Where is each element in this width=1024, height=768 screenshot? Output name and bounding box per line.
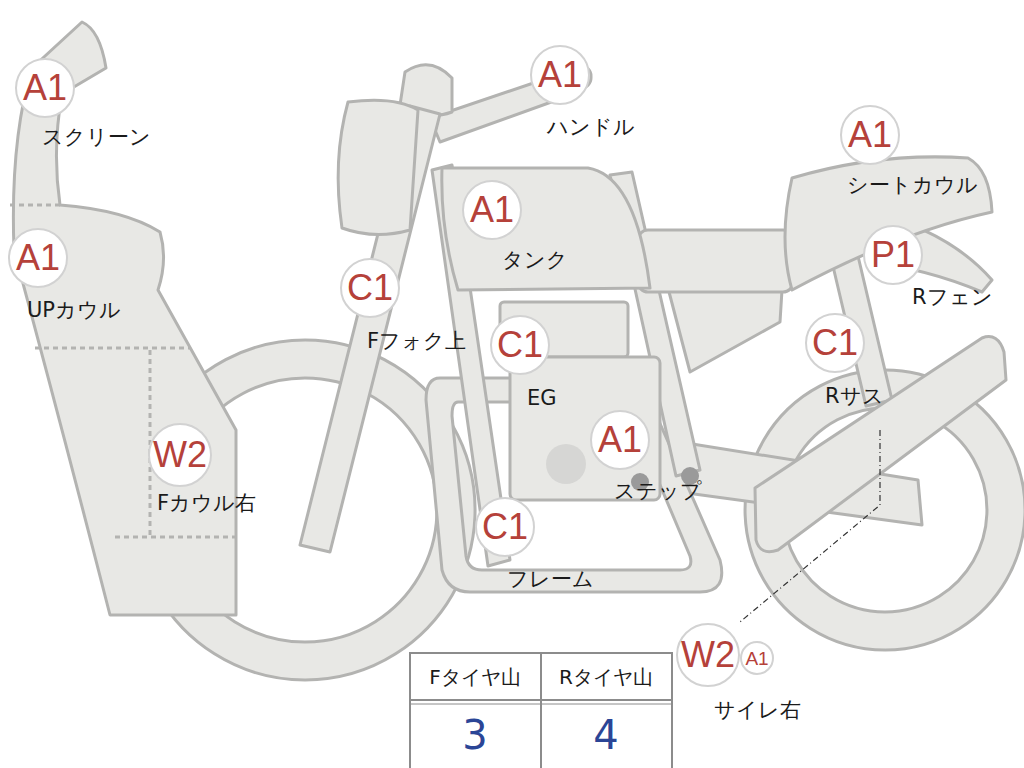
table-header: Fタイヤ山	[429, 667, 521, 687]
callout-code: A1	[538, 57, 582, 93]
front-cowl	[13, 22, 236, 615]
seat-cowl	[785, 157, 992, 290]
part-name: Rフェン	[912, 286, 993, 309]
callout-code: W2	[153, 437, 207, 473]
callout-circle: W2Fカウル右	[148, 423, 212, 487]
part-name: EG	[527, 387, 557, 410]
callout-code: A1	[848, 117, 892, 153]
part-name: フレーム	[507, 568, 594, 591]
headlight	[338, 100, 418, 234]
part-name: Rサス	[825, 385, 884, 408]
callout-code: A1	[598, 422, 642, 458]
part-name: UPカウル	[27, 299, 121, 322]
side-panel	[668, 288, 782, 372]
part-name: スクリーン	[42, 126, 151, 149]
callout-circle: A1スクリーン	[15, 58, 75, 118]
engine-body	[510, 357, 660, 500]
callout-code: A1	[470, 192, 514, 228]
callout-circle: C1Rサス	[805, 313, 865, 373]
seam-line	[35, 347, 190, 350]
callout-circle: A1タンク	[462, 180, 522, 240]
part-name: タンク	[502, 249, 568, 272]
table-rule	[540, 653, 542, 768]
callout-circle: A1シートカウル	[840, 105, 900, 165]
engine-cover	[546, 444, 586, 484]
tyre-table	[410, 653, 672, 768]
callout-code: C1	[497, 327, 543, 363]
part-name: シートカウル	[847, 174, 978, 197]
callout-code: W2	[681, 637, 735, 673]
part-name: サイレ右	[714, 699, 801, 722]
callout-circle: P1Rフェン	[863, 225, 923, 285]
seam-line	[10, 204, 60, 207]
part-name: Fカウル右	[157, 492, 256, 515]
callout-code: C1	[482, 509, 528, 545]
callout-circle: C1Fフォク上	[340, 258, 400, 318]
callout-code: P1	[871, 237, 915, 273]
callout-circle: A1ハンドル	[530, 45, 590, 105]
callout-code: C1	[812, 325, 858, 361]
seat	[638, 230, 793, 292]
callout-circle: C1フレーム	[475, 497, 535, 557]
leader-line	[740, 430, 880, 622]
part-name: ステップ	[614, 480, 702, 503]
fuel-tank	[442, 168, 650, 290]
table-header: Rタイヤ山	[559, 667, 653, 687]
callout-circle: A1UPカウル	[8, 228, 68, 288]
part-name: ハンドル	[547, 116, 635, 139]
callout-circle: A1ステップ	[590, 410, 650, 470]
callout-code: A1	[745, 649, 768, 668]
callout-circle: W2サイレ右	[676, 623, 740, 687]
part-name: Fフォク上	[367, 330, 466, 353]
table-value: 3	[462, 715, 487, 755]
seam-line	[115, 536, 236, 539]
callout-code: A1	[23, 70, 67, 106]
callout-code: C1	[347, 270, 393, 306]
callout-code: A1	[16, 240, 60, 276]
callout-circle: A1	[740, 641, 774, 675]
table-value: 4	[593, 715, 618, 755]
callout-circle: C1EG	[490, 315, 550, 375]
